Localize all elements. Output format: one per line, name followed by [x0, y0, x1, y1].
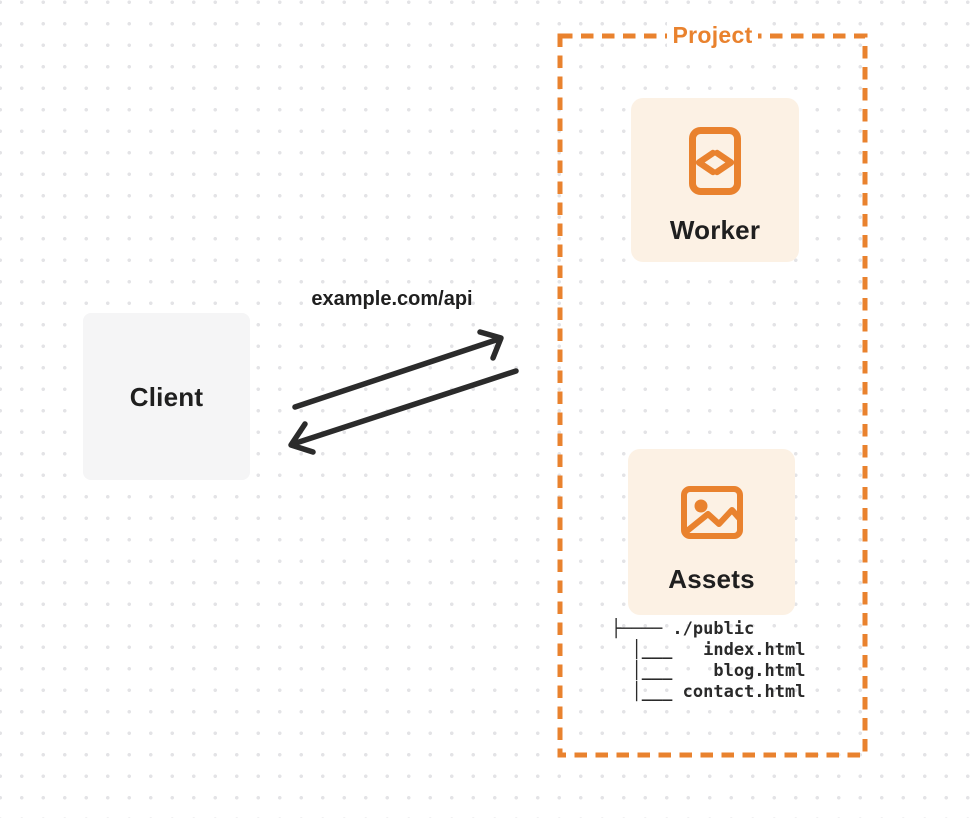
client-label: Client [129, 381, 204, 412]
project-boundary-label: Project [560, 21, 865, 50]
file-tree: ├──── ./public │___ index.html │___ blog… [611, 619, 805, 703]
tree-line-contact: │___ contact.html [611, 682, 806, 702]
request-url-label: example.com/api [311, 288, 473, 310]
code-file-icon [689, 127, 741, 195]
tree-line-public: ├──── ./public [611, 619, 755, 639]
response-arrowhead [288, 421, 316, 455]
assets-node: Assets [628, 449, 795, 615]
worker-label: Worker [669, 215, 761, 245]
request-arrow [292, 329, 504, 410]
worker-node: Worker [631, 98, 799, 262]
client-node: Client [83, 313, 250, 480]
picture-icon [680, 486, 743, 539]
tree-line-index: │___ index.html [611, 640, 806, 660]
response-arrow [288, 368, 519, 455]
request-arrowhead [477, 329, 504, 361]
assets-label: Assets [668, 564, 755, 594]
tree-line-blog: │___ blog.html [611, 661, 806, 681]
